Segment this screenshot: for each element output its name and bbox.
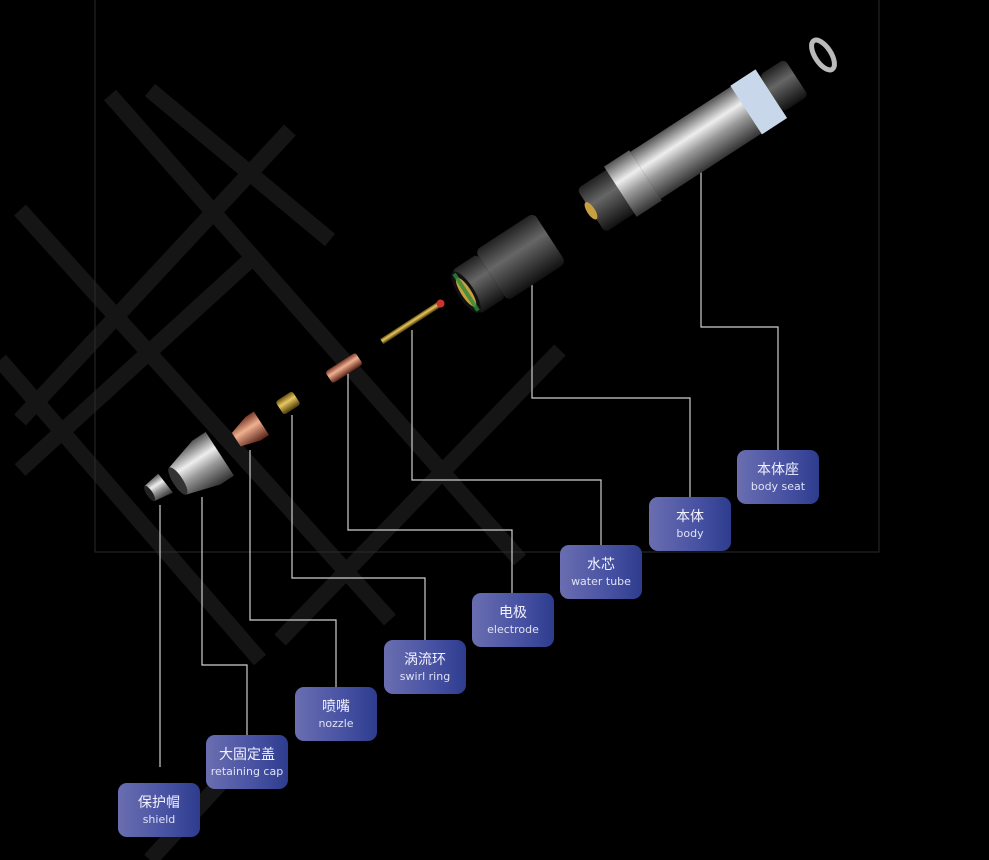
label-en: water tube [571, 574, 631, 588]
label-en: swirl ring [399, 669, 451, 683]
label-cn: 大固定盖 [219, 746, 275, 763]
label-cn: 水芯 [587, 556, 615, 573]
part-retaining-cap-shape [168, 432, 234, 495]
label-body-seat: 本体座 body seat [737, 450, 819, 504]
label-en: shield [142, 812, 176, 826]
part-hose-clamp-shape [809, 37, 837, 73]
leader-retaining-cap [201, 497, 248, 735]
part-water-tube-shape [380, 299, 445, 345]
part-body-seat-shape [578, 60, 807, 231]
leader-body [531, 283, 691, 497]
part-electrode-shape [326, 353, 362, 383]
label-cn: 本体座 [757, 461, 799, 478]
part-swirl-ring-shape [276, 391, 300, 415]
label-nozzle: 喷嘴 nozzle [295, 687, 377, 741]
label-cn: 电极 [499, 604, 527, 621]
label-shield: 保护帽 shield [118, 783, 200, 837]
label-en: body [676, 526, 704, 540]
label-swirl-ring: 涡流环 swirl ring [384, 640, 466, 694]
leader-electrode [347, 365, 513, 593]
part-nozzle-shape [231, 411, 270, 447]
label-cn: 本体 [676, 508, 704, 525]
label-body: 本体 body [649, 497, 731, 551]
leader-body-seat [700, 170, 779, 450]
background-decoration [0, 83, 566, 860]
label-electrode: 电极 electrode [472, 593, 554, 647]
label-retaining-cap: 大固定盖 retaining cap [206, 735, 288, 789]
label-en: retaining cap [210, 764, 284, 778]
leader-nozzle [249, 450, 337, 687]
label-cn: 保护帽 [138, 794, 180, 811]
leader-lines [159, 170, 779, 767]
label-cn: 涡流环 [404, 651, 446, 668]
leader-water-tube [411, 330, 602, 545]
label-water-tube: 水芯 water tube [560, 545, 642, 599]
label-cn: 喷嘴 [322, 698, 350, 715]
part-shield-shape [144, 473, 173, 502]
label-en: electrode [487, 622, 539, 636]
frame-border [94, 0, 880, 553]
label-en: nozzle [318, 716, 354, 730]
leader-swirl-ring [291, 415, 426, 640]
label-en: body seat [750, 479, 806, 493]
part-body-shape [451, 214, 564, 313]
